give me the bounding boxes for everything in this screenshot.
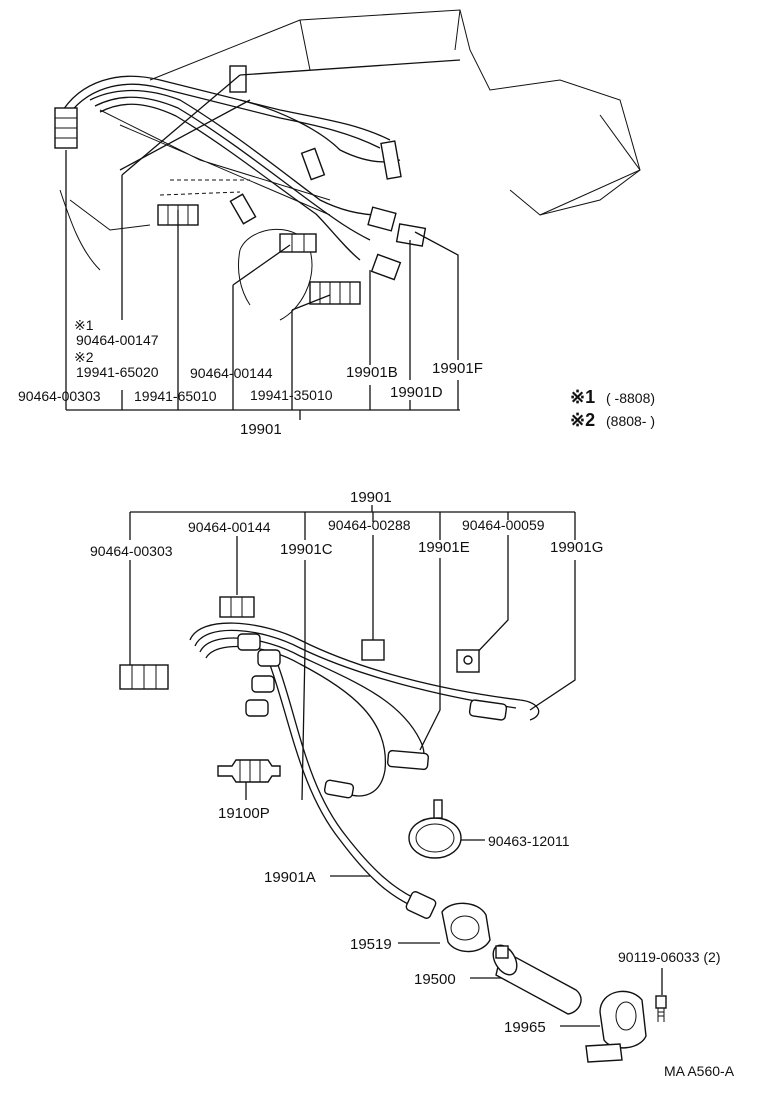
note2-part-label: 19941-65020 [76, 364, 159, 380]
hose-clamp-tab-icon [433, 799, 443, 819]
wire-f-label: 19901F [432, 360, 483, 377]
clamp-00288-icon [361, 639, 385, 661]
note1-ref-label: ※1 [74, 317, 94, 333]
top-assembly-label: 19901 [240, 421, 282, 438]
wire-d-label: 19901D [390, 384, 443, 401]
top-labels: ※1 90464-00147 ※2 19941-65020 90464-0030… [18, 317, 483, 438]
wire-a-label: 19901A [264, 869, 316, 886]
top-clamp-00144-icon [279, 233, 317, 253]
wire-end-a-icon [405, 891, 437, 919]
spark-plug-icon [217, 759, 281, 783]
legend-mark-2: ※2 [570, 410, 595, 430]
wire-end-f-icon [367, 206, 397, 232]
engine-illustration [59, 9, 641, 321]
boot-c4-icon [245, 699, 269, 717]
clamp-059-label: 90464-00059 [462, 517, 545, 533]
wire-end-e-icon [387, 749, 429, 771]
bottom-wire-set [189, 622, 540, 919]
clamp-00144-icon [219, 596, 255, 618]
coil-label: 19500 [414, 971, 456, 988]
clamp-a-label: 19941-65010 [134, 388, 217, 404]
coil-terminal-icon [495, 945, 509, 959]
coil-bracket-label: 19965 [504, 1019, 546, 1036]
plug-boot-1-icon [300, 147, 326, 181]
wire-end-c-icon [323, 779, 355, 799]
top-leader-lines [65, 59, 461, 420]
wire-b-label: 19901B [346, 364, 398, 381]
legend-range-2: (8808- ) [606, 413, 655, 429]
bottom-parts [119, 596, 667, 1063]
legend: ※1 ( -8808) ※2 (8808- ) [570, 387, 655, 430]
wire-end-b-icon [370, 253, 402, 281]
wire-g-label: 19901G [550, 539, 603, 556]
top-holder-clip-icon [229, 65, 247, 93]
plug-label: 19100P [218, 805, 270, 822]
bracket-label: 19519 [350, 936, 392, 953]
plug-boot-3-icon [229, 193, 257, 225]
clamp-12011-label: 90463-12011 [488, 833, 570, 849]
bottom-assembly-label: 19901 [350, 489, 392, 506]
bottom-labels: 19901 90464-00303 90464-00144 19901C 904… [90, 489, 735, 1079]
boot-c3-icon [251, 675, 275, 693]
boot-c2-icon [257, 649, 281, 667]
plug-boot-2-icon [380, 140, 402, 180]
boot-c1-icon [237, 633, 261, 651]
clamp-144-label: 90464-00144 [188, 519, 271, 535]
top-wire-harness [54, 65, 427, 305]
note2-ref-label: ※2 [74, 349, 94, 365]
wire-end-g-icon [468, 699, 508, 721]
top-clamp-35010-icon [309, 281, 361, 305]
wire-e-label: 19901E [418, 539, 470, 556]
clamp-288-label: 90464-00288 [328, 517, 411, 533]
clamp-left-label: 90464-00303 [18, 388, 101, 404]
bolt-head-icon [655, 995, 667, 1009]
clamp-b-label: 90464-00144 [190, 365, 273, 381]
wire-c-label: 19901C [280, 541, 333, 558]
bolt-label: 90119-06033 (2) [618, 949, 720, 965]
clamp-c-label: 19941-35010 [250, 387, 333, 403]
diagram-code-label: MA A560-A [664, 1063, 735, 1079]
bracket-19519-icon [441, 902, 491, 953]
coil-bracket-icon [599, 990, 647, 1049]
note1-part-label: 90464-00147 [76, 332, 159, 348]
clamp-303-label: 90464-00303 [90, 543, 173, 559]
legend-range-1: ( -8808) [606, 390, 655, 406]
bottom-leader-lines [129, 505, 663, 1027]
legend-mark-1: ※1 [570, 387, 595, 407]
